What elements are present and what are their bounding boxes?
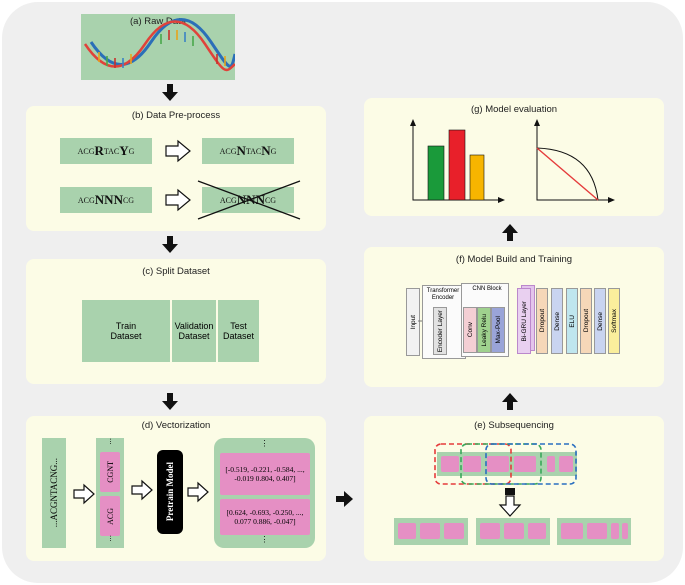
evaluation-panel: (g) Model evaluation xyxy=(364,98,664,216)
dense-layer-2: Dense xyxy=(594,288,606,354)
pointer-stub xyxy=(505,488,515,495)
arrow-up-f-g xyxy=(502,224,518,241)
hollow-arrow-e-down xyxy=(498,495,522,517)
token-cgnt: CGNT xyxy=(100,452,120,492)
remove-cross xyxy=(197,180,301,220)
subseq-chunk-token xyxy=(561,523,583,539)
preprocess-title: (b) Data Pre-process xyxy=(131,110,221,121)
cnn-label: CNN Block xyxy=(472,286,502,292)
vector-1: [-0.519, -0.221, -0.584, ..., -0.019 0.8… xyxy=(220,453,310,495)
bigru-layer: Bi-GRU Layer xyxy=(517,288,531,354)
window-red xyxy=(434,443,512,485)
subseq-chunk-token xyxy=(504,523,524,539)
train-dataset-box: Train Dataset xyxy=(82,300,170,362)
subseq-token xyxy=(559,456,573,472)
subseq-token xyxy=(441,456,459,472)
subseq-token xyxy=(463,456,481,472)
hollow-arrow-d1 xyxy=(73,483,95,505)
subsequencing-title: (e) Subsequencing xyxy=(474,420,554,431)
bar-green xyxy=(427,145,445,201)
elu-layer: ELU xyxy=(566,288,578,354)
arrow-down-a-b xyxy=(162,84,178,101)
window-green xyxy=(460,443,542,485)
hollow-arrow-d3 xyxy=(187,481,209,503)
pretrain-model-box: Pretrain Model xyxy=(157,450,183,534)
split-title: (c) Split Dataset xyxy=(142,266,210,277)
subseq-chunk-token xyxy=(611,523,619,539)
arrow-down-b-c xyxy=(162,236,178,253)
subseq-chunk-token xyxy=(398,523,416,539)
vectorization-title: (d) Vectorization xyxy=(141,420,211,431)
raw-data-panel: (a) Raw Data xyxy=(81,14,235,80)
subseq-token xyxy=(514,456,536,472)
subseq-chunk-token xyxy=(420,523,440,539)
hollow-arrow-d2 xyxy=(131,479,153,501)
raw-data-title: (a) Raw Data xyxy=(130,16,186,27)
evaluation-title: (g) Model evaluation xyxy=(470,104,558,115)
hollow-arrow-row2 xyxy=(165,188,191,212)
transformer-label: Transformer Encoder xyxy=(426,288,460,301)
dna-helix-icon xyxy=(83,18,235,72)
dropout-layer-2: Dropout xyxy=(580,288,592,354)
vector-dots-bottom: ⋮ xyxy=(260,535,269,544)
maxpool-layer: Max-Pool xyxy=(491,307,505,353)
subseq-token xyxy=(487,456,509,472)
subseq-chunk-token xyxy=(622,523,628,539)
conv-layer: Conv xyxy=(463,307,477,353)
hollow-arrow-row1 xyxy=(165,139,191,163)
vector-2: [0.624, -0.693, -0.250, ..., 0.077 0.886… xyxy=(220,499,310,535)
subseq-token xyxy=(547,456,555,472)
bar-red xyxy=(448,129,466,201)
encoder-layer: Encoder Layer xyxy=(433,307,447,355)
input-layer: Input xyxy=(406,288,420,356)
arrow-down-c-d xyxy=(162,393,178,410)
curve-chart-icon xyxy=(534,119,615,203)
subseq-chunk-token xyxy=(528,523,546,539)
subseq-chunk-token xyxy=(480,523,500,539)
window-blue xyxy=(485,443,577,485)
dense-layer-1: Dense xyxy=(551,288,563,354)
token-acg: ACG xyxy=(100,496,120,536)
bar-yellow xyxy=(469,154,485,201)
softmax-layer: Softmax xyxy=(608,288,620,354)
test-dataset-box: Test Dataset xyxy=(218,300,259,362)
flow-arrows xyxy=(162,84,518,507)
bar-chart-icon xyxy=(410,119,505,203)
sequence-strip: ...ACGNTACNG... xyxy=(42,438,66,548)
arrow-up-e-f xyxy=(502,393,518,410)
subseq-chunk-token xyxy=(587,523,607,539)
dropout-layer-1: Dropout xyxy=(536,288,548,354)
validation-dataset-box: Validation Dataset xyxy=(172,300,216,362)
vector-dots-top: ⋮ xyxy=(260,439,269,448)
subseq-chunk-token xyxy=(444,523,464,539)
model-build-title: (f) Model Build and Training xyxy=(455,254,573,265)
arrow-right-d-e xyxy=(336,491,353,507)
leaky-relu-layer: Leaky Relu xyxy=(477,307,491,353)
